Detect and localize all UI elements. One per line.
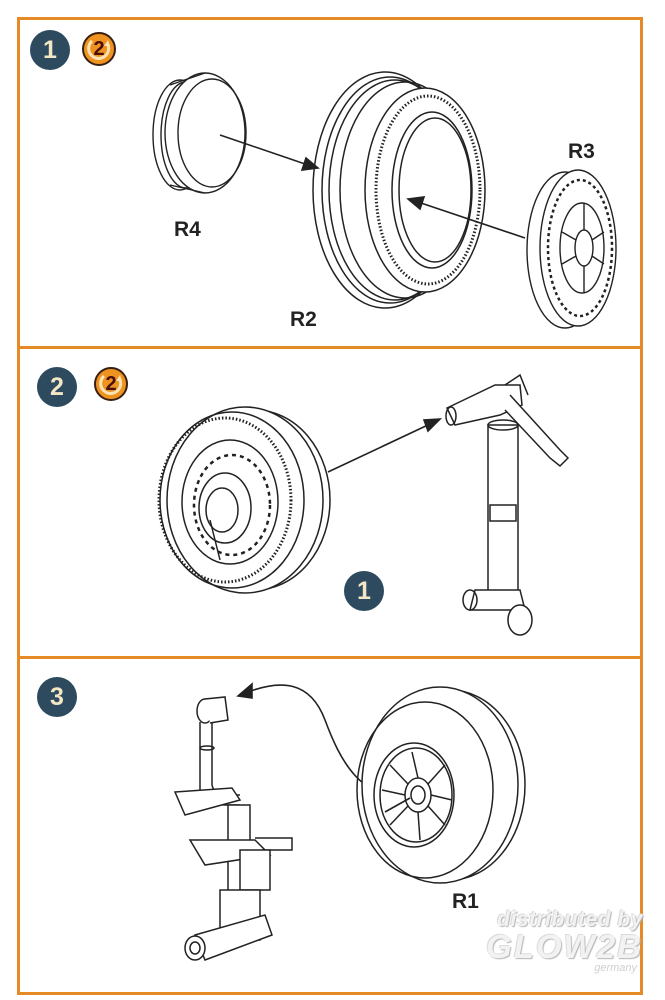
assembly-arrow [406,196,526,239]
part-label-r3: R3 [568,140,595,163]
wheel-hub-part-drawing [526,169,617,329]
callout-badge: 1 [344,571,384,611]
step-1-illustration [152,71,617,329]
watermark-line-3: germany [594,962,637,974]
repeat-arrow-icon [99,374,123,395]
part-label-r1: R1 [452,890,479,913]
reference-step-badge: 2 [94,367,128,401]
reference-step-badge: 2 [82,32,116,66]
distributor-watermark: distributed by GLOW2B germany [478,908,643,974]
panel-divider [17,346,643,349]
landing-gear-strut-drawing [445,373,570,636]
reference-step-number: 2 [105,373,117,395]
panel-divider [17,656,643,659]
hubcap-part-drawing [152,72,247,194]
repeat-arrow-icon [87,39,111,60]
wheel-part-drawing [356,686,526,884]
tire-part-drawing [312,71,486,309]
step-number-badge: 2 [37,367,77,407]
step-number-badge: 3 [37,677,77,717]
watermark-line-1: distributed by [497,908,643,931]
step-number-badge: 1 [30,30,70,70]
part-label-r4: R4 [174,218,201,241]
reference-step-number: 2 [93,38,105,60]
assembled-wheel-drawing [157,406,331,594]
assembly-arrow [327,418,443,473]
part-label-r2: R2 [290,308,317,331]
instruction-frame [17,17,643,995]
landing-gear-assembly-drawing [173,696,293,961]
watermark-logo-text: GLOW2B [486,928,643,965]
